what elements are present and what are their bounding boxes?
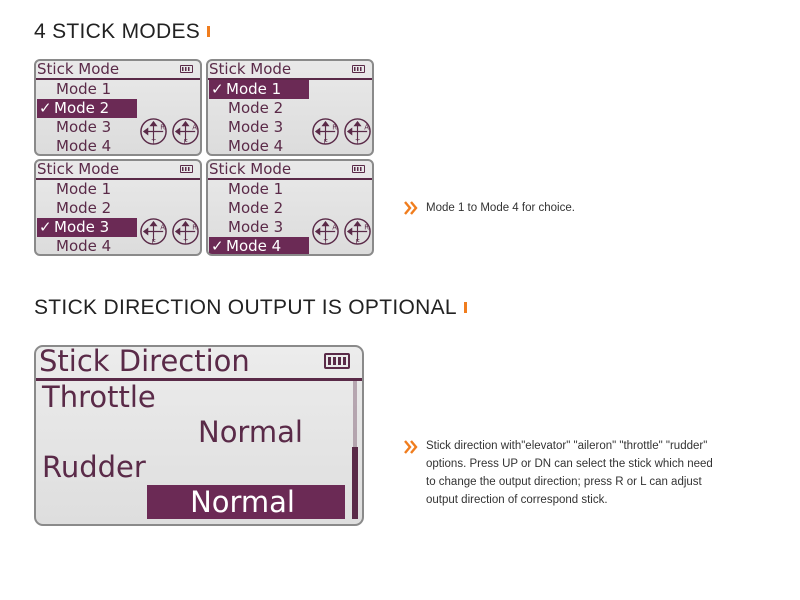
chevron-right-icon [404, 201, 418, 215]
svg-text:E: E [184, 138, 188, 146]
check-icon: ✓ [211, 237, 224, 255]
svg-text:A: A [192, 124, 197, 132]
mode-item[interactable]: Mode 3 [228, 118, 284, 136]
svg-text:A: A [364, 124, 369, 132]
svg-text:E: E [356, 238, 360, 246]
left-stick-icon: AT [312, 218, 339, 246]
description-line: to change the output direction; press R … [426, 476, 702, 488]
rudder-value-selected[interactable]: Normal [147, 485, 345, 519]
lcd-divider [208, 178, 372, 180]
lcd-title: Stick Mode [37, 160, 120, 178]
svg-text:R: R [192, 224, 197, 232]
lcd-title: Stick Mode [209, 60, 292, 78]
battery-icon [180, 165, 193, 173]
svg-text:R: R [160, 124, 165, 132]
mode-list: ✓Mode 1 Mode 2 Mode 3 Mode 4 [209, 80, 309, 155]
lcd-divider [36, 178, 200, 180]
right-stick-icon: RT [172, 218, 199, 246]
svg-text:A: A [332, 224, 337, 232]
description-line: output direction of correspond stick. [426, 494, 608, 506]
mode-list: Mode 1 Mode 2 Mode 3 ✓Mode 4 [209, 180, 309, 255]
mode-item[interactable]: Mode 3 [56, 118, 112, 136]
check-icon: ✓ [211, 80, 224, 98]
svg-text:A: A [160, 224, 165, 232]
left-stick-icon: AE [140, 218, 167, 246]
lcd-screen-mode3: Stick Mode Mode 1 Mode 2 ✓Mode 3 Mode 4 … [34, 159, 202, 256]
check-icon: ✓ [39, 218, 52, 236]
description-line: options. Press UP or DN can select the s… [426, 458, 713, 470]
description-stick-modes: Mode 1 to Mode 4 for choice. [426, 202, 575, 214]
svg-text:R: R [332, 124, 337, 132]
lcd-divider [208, 78, 372, 80]
svg-text:T: T [323, 238, 329, 246]
mode-list: Mode 1 Mode 2 ✓Mode 3 Mode 4 [37, 180, 137, 255]
lcd-screen-mode1: Stick Mode ✓Mode 1 Mode 2 Mode 3 Mode 4 … [206, 59, 374, 156]
title-accent-mark [463, 302, 467, 313]
mode-item-selected[interactable]: ✓Mode 3 [37, 218, 137, 237]
mode-item[interactable]: Mode 1 [56, 80, 112, 98]
description-stick-direction: Stick direction with"elevator" "aileron"… [426, 437, 756, 509]
mode-item[interactable]: Mode 2 [228, 199, 284, 217]
svg-text:E: E [324, 138, 328, 146]
lcd-screen-stick-direction: Stick Direction Throttle Normal Rudder N… [34, 345, 364, 526]
scrollbar-thumb[interactable] [352, 447, 358, 519]
right-stick-icon: AE [172, 118, 199, 146]
lcd-divider [36, 78, 200, 80]
mode-item-selected[interactable]: ✓Mode 4 [209, 237, 309, 255]
mode-item[interactable]: Mode 4 [56, 237, 112, 255]
right-stick-icon: RE [344, 218, 371, 246]
svg-text:T: T [355, 138, 361, 146]
title-accent-mark [207, 26, 211, 37]
battery-icon [352, 65, 365, 73]
description-line: Stick direction with"elevator" "aileron"… [426, 440, 708, 452]
mode-item[interactable]: Mode 1 [56, 180, 112, 198]
battery-icon [180, 65, 193, 73]
lcd-screen-mode4: Stick Mode Mode 1 Mode 2 Mode 3 ✓Mode 4 … [206, 159, 374, 256]
right-stick-icon: AT [344, 118, 371, 146]
svg-text:T: T [151, 138, 157, 146]
rudder-label: Rudder [42, 450, 146, 484]
mode-item[interactable]: Mode 1 [228, 180, 284, 198]
mode-item-selected[interactable]: ✓Mode 2 [37, 99, 137, 118]
lcd-title: Stick Direction [39, 345, 250, 378]
mode-item-selected[interactable]: ✓Mode 1 [209, 80, 309, 99]
section-title-stick-direction: STICK DIRECTION OUTPUT IS OPTIONAL [34, 296, 467, 320]
left-stick-icon: RT [140, 118, 167, 146]
battery-icon [324, 353, 350, 369]
mode-item[interactable]: Mode 4 [228, 137, 284, 155]
battery-icon [352, 165, 365, 173]
mode-item[interactable]: Mode 2 [56, 199, 112, 217]
throttle-value[interactable]: Normal [198, 415, 303, 449]
chevron-right-icon [404, 440, 418, 454]
section-title-stick-modes: 4 STICK MODES [34, 20, 211, 44]
lcd-title: Stick Mode [209, 160, 292, 178]
lcd-divider [36, 378, 362, 381]
svg-text:R: R [364, 224, 369, 232]
mode-item[interactable]: Mode 2 [228, 99, 284, 117]
lcd-title: Stick Mode [37, 60, 120, 78]
check-icon: ✓ [39, 99, 52, 117]
mode-item[interactable]: Mode 3 [228, 218, 284, 236]
throttle-label: Throttle [42, 380, 156, 414]
svg-text:T: T [183, 238, 189, 246]
lcd-screen-mode2: Stick Mode Mode 1 ✓Mode 2 Mode 3 Mode 4 … [34, 59, 202, 156]
mode-list: Mode 1 ✓Mode 2 Mode 3 Mode 4 [37, 80, 137, 155]
mode-item[interactable]: Mode 4 [56, 137, 112, 155]
left-stick-icon: RE [312, 118, 339, 146]
svg-text:E: E [152, 238, 156, 246]
